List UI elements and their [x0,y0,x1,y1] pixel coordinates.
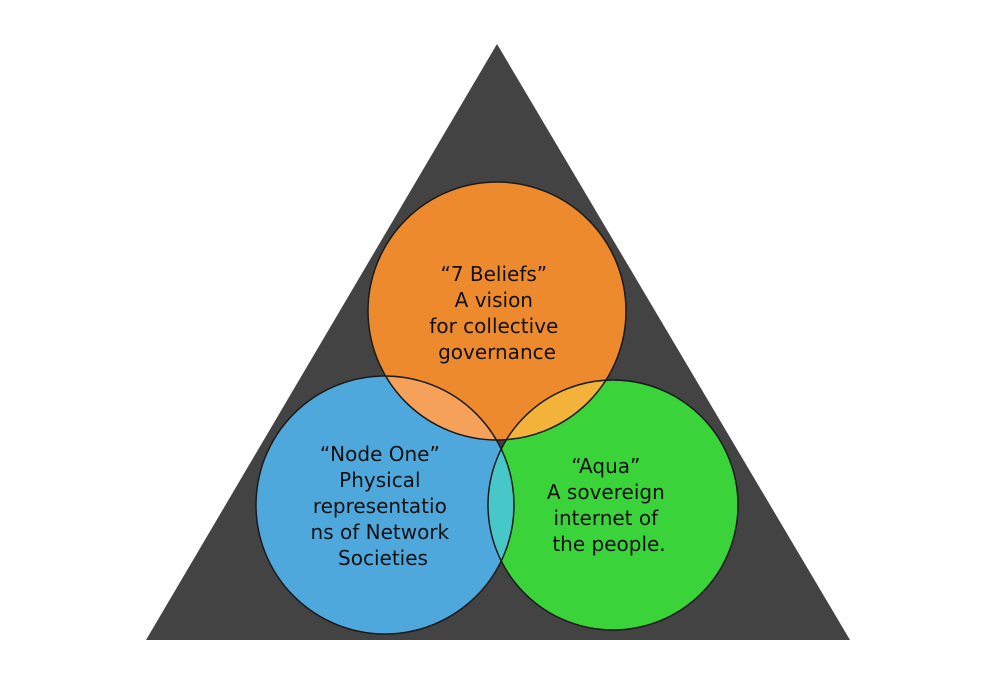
circle-aqua [488,380,738,630]
right-line-1: “Aqua” [571,454,640,478]
left-line-5: Societies [338,546,428,570]
top-line-2: A vision [455,288,533,312]
circle-7-beliefs [368,182,626,440]
right-line-4: the people. [552,532,665,556]
top-line-3: for collective [429,314,558,338]
top-line-1: “7 Beliefs” [440,262,547,286]
left-circle-label: “Node One” Physical representatio ns of … [311,442,456,570]
top-circle-label: “7 Beliefs” A vision for collective gove… [429,262,564,364]
left-line-2: Physical [339,468,420,492]
top-line-4: governance [438,340,556,364]
circle-outlines [255,181,739,635]
circle-node-one [256,376,514,634]
left-line-4: ns of Network [311,520,450,544]
left-line-1: “Node One” [320,442,440,466]
right-circle-label: “Aqua” A sovereign internet of the peopl… [547,454,671,556]
right-line-3: internet of [553,506,659,530]
right-line-2: A sovereign [547,480,665,504]
left-line-3: representatio [313,494,447,518]
